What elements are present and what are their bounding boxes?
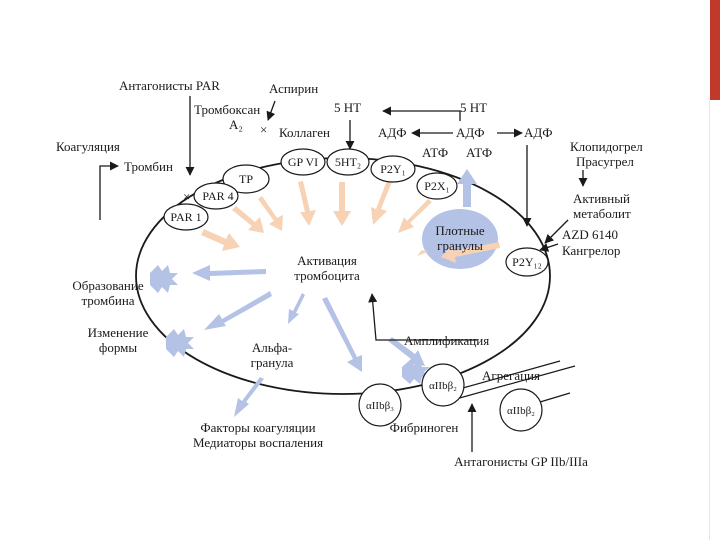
label-gp-antagonists: Антагонисты GP IIb/IIIa — [454, 454, 588, 469]
activation-input-arrows — [201, 178, 500, 263]
label-alpha-granule-2: гранула — [251, 355, 294, 370]
label-atf-1: АТФ — [422, 145, 448, 160]
label-adp-left: АДФ — [378, 125, 407, 140]
label-5ht-top: 5 HT — [334, 100, 361, 115]
arrow-coagulation — [99, 161, 119, 220]
blue-arrow-shape-change — [204, 291, 272, 330]
label-5ht-right: 5 HT — [460, 100, 487, 115]
peach-arrow-granules — [417, 250, 428, 256]
receptor-p2y1: P2Y₁ — [380, 162, 406, 176]
label-adp-mid: АДФ — [456, 125, 485, 140]
receptor-5ht2: 5HT₂ — [335, 155, 361, 169]
receptor-5ht2-shape — [326, 148, 370, 176]
integrin-right: αIIbβ₂ — [507, 405, 535, 417]
arrow-azd — [539, 243, 559, 252]
integrin-mid: αIIbβ₂ — [429, 380, 457, 392]
blue-arrow-dense-release — [457, 169, 477, 207]
label-active-metabolite-1: Активный — [573, 191, 630, 206]
dense-granules — [422, 209, 498, 269]
blue-arrow-amplification — [388, 337, 425, 366]
label-activation-1: Активация — [297, 253, 357, 268]
integrin-mid-shape — [421, 363, 465, 407]
label-adp-right: АДФ — [524, 125, 553, 140]
receptor-tp-shape — [222, 164, 270, 194]
label-prasugrel: Прасугрел — [576, 154, 634, 169]
label-aggregation: Агрегация — [482, 368, 540, 383]
label-dense-granules-1: Плотные — [435, 223, 485, 238]
label-dense-granules-2: гранулы — [437, 238, 483, 253]
blue-arrow-alpha-granule — [288, 293, 305, 324]
label-x-thrombin: × — [183, 189, 190, 204]
peach-arrow-p2x1 — [398, 199, 432, 233]
arrow-aspirin — [266, 100, 276, 121]
label-thromboxane: Тромбоксан — [194, 102, 260, 117]
label-cangrelor: Кангрелор — [562, 243, 620, 258]
receptor-par1: PAR 1 — [170, 210, 201, 224]
label-alpha-granule-1: Альфа- — [252, 340, 292, 355]
diagram-labels: Антагонисты PAR Аспирин Тромбоксан A₂ × … — [56, 78, 643, 469]
edge-divider — [709, 100, 710, 540]
peach-arrow-par4 — [232, 206, 264, 233]
arrow-5ht-back — [382, 106, 461, 121]
label-a2: A₂ — [229, 117, 243, 132]
integrin-left-shape — [358, 383, 402, 427]
membrane-bursts — [150, 265, 430, 384]
bridge-line-lower — [437, 365, 576, 405]
label-collagen: Коллаген — [279, 125, 330, 140]
blue-arrow-coag-factors — [234, 377, 264, 417]
receptor-par1-shape — [163, 203, 209, 231]
receptor-gpvi-shape — [280, 148, 326, 176]
arrow-metabolite — [544, 219, 569, 244]
label-active-metabolite-2: метаболит — [573, 206, 631, 221]
label-atf-2: АТФ — [466, 145, 492, 160]
label-amplification: Амплификация — [404, 333, 489, 348]
label-shape-change-1: Изменение — [88, 325, 149, 340]
receptor-par4: PAR 4 — [202, 189, 233, 203]
receptor-p2x1-shape — [416, 172, 458, 200]
burst-shape — [166, 329, 194, 357]
label-clopidogrel: Клопидогрел — [570, 139, 643, 154]
label-activation-2: тромбоцита — [294, 268, 360, 283]
receptor-gpvi: GP VI — [288, 155, 318, 169]
label-coag-factors: Факторы коагуляции — [200, 420, 315, 435]
receptor-p2y1-shape — [370, 155, 416, 183]
receptors — [163, 148, 549, 432]
integrin-right-shape — [499, 388, 543, 432]
peach-arrow-p2y1 — [371, 178, 393, 225]
receptor-p2x1: P2X₁ — [424, 179, 450, 193]
receptor-p2y12-shape — [505, 247, 549, 277]
label-coagulation: Коагуляция — [56, 139, 120, 154]
receptor-par4-shape — [193, 182, 239, 210]
peach-arrow-gpvi — [298, 181, 316, 226]
peach-arrow-tp — [258, 196, 283, 231]
blue-arrow-integrin — [322, 297, 362, 372]
peach-arrow-par1 — [201, 229, 240, 251]
receptor-tp: TP — [239, 172, 253, 186]
label-x-aspirin: × — [260, 122, 267, 137]
integrin-left: αIIbβ₃ — [366, 400, 394, 412]
label-aspirin: Аспирин — [269, 81, 318, 96]
receptor-labels: TP GP VI 5HT₂ P2Y₁ P2X₁ PAR 4 PAR 1 P2Y₁… — [170, 155, 541, 417]
peach-arrow-5ht2 — [333, 182, 351, 226]
blue-arrow-thrombin-formation — [192, 265, 266, 281]
peach-arrow-p2y12 — [441, 242, 500, 263]
label-par-antagonists: Антагонисты PAR — [119, 78, 220, 93]
pathway-arrows — [99, 96, 588, 452]
receptor-p2y12: P2Y₁₂ — [512, 255, 542, 269]
burst-amplification — [402, 360, 430, 384]
activation-output-arrows — [192, 169, 477, 417]
label-azd: AZD 6140 — [562, 227, 618, 242]
label-inflammation: Медиаторы воспаления — [193, 435, 323, 450]
label-thrombin-formation-1: Образование — [72, 278, 143, 293]
label-fibrinogen: Фибриноген — [390, 420, 459, 435]
arrow-amplification-up — [368, 293, 477, 341]
label-shape-change-2: формы — [99, 340, 137, 355]
label-thrombin-formation-2: тромбина — [81, 293, 134, 308]
label-thrombin: Тромбин — [124, 159, 173, 174]
burst-thrombin — [150, 265, 178, 293]
accent-bar — [710, 0, 720, 100]
